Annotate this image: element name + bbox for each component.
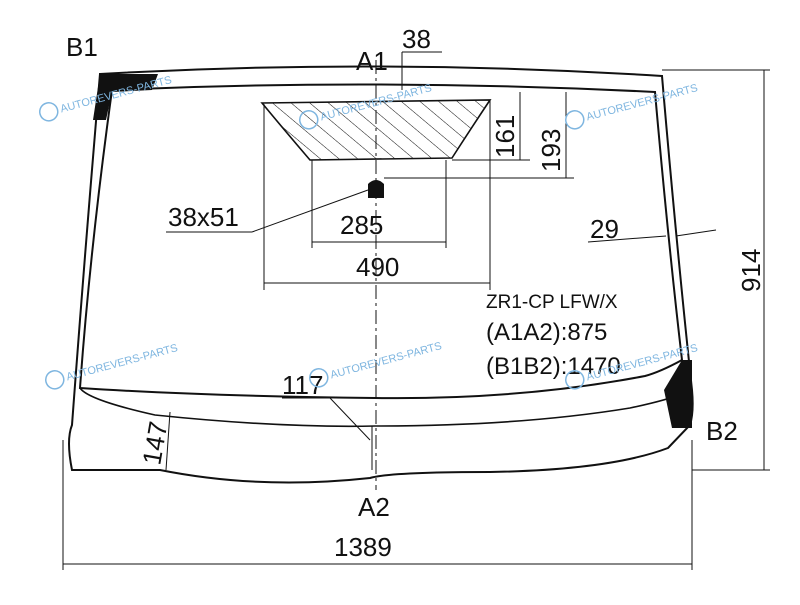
- dim-a1a2: (A1A2):875: [486, 319, 607, 346]
- watermark-logo-icon: [565, 370, 585, 390]
- label-b1: B1: [66, 32, 98, 62]
- watermark-logo-icon: [309, 368, 329, 388]
- corner-mark-b1: [93, 74, 158, 120]
- dim-38x51-label: 38x51: [168, 202, 239, 232]
- svg-text:AUTOREVERS-PARTS: AUTOREVERS-PARTS: [585, 82, 699, 123]
- watermark-logo-icon: [39, 102, 59, 122]
- watermark-logo-icon: [565, 110, 585, 130]
- label-a1: A1: [356, 46, 388, 76]
- glass-outer-outline: [68, 65, 694, 484]
- watermark-logo-icon: [45, 370, 65, 390]
- leader-29-out: [675, 229, 717, 237]
- dim-29-label: 29: [590, 214, 619, 244]
- dim-147-label: 147: [136, 419, 173, 467]
- watermark-3: AUTOREVERS-PARTS: [565, 82, 699, 130]
- dim-38-label: 38: [402, 24, 431, 54]
- dim-line-147: [165, 411, 171, 471]
- corner-mark-b2: [664, 360, 692, 428]
- leader-38x51: [251, 189, 369, 233]
- label-b2: B2: [706, 416, 738, 446]
- part-code: ZR1-CP LFW/X: [486, 292, 618, 313]
- dim-161-label: 161: [490, 115, 520, 158]
- watermark-logo-icon: [299, 110, 319, 130]
- watermark-4: AUTOREVERS-PARTS: [45, 342, 179, 390]
- dim-117-label: 117: [282, 370, 323, 400]
- leader-29: [587, 235, 667, 243]
- dim-b1b2: (B1B2):1470: [486, 353, 621, 380]
- glass-inner-outline: [78, 83, 684, 400]
- dim-193-label: 193: [536, 129, 566, 172]
- dim-914-label: 914: [736, 249, 766, 292]
- glass-lower-print-line: [79, 387, 685, 428]
- label-a2: A2: [358, 492, 390, 522]
- svg-text:AUTOREVERS-PARTS: AUTOREVERS-PARTS: [329, 340, 443, 381]
- leader-117-diag: [329, 397, 371, 441]
- dim-1389-label: 1389: [334, 532, 392, 562]
- dim-285-label: 285: [340, 210, 383, 240]
- dim-490-label: 490: [356, 252, 399, 282]
